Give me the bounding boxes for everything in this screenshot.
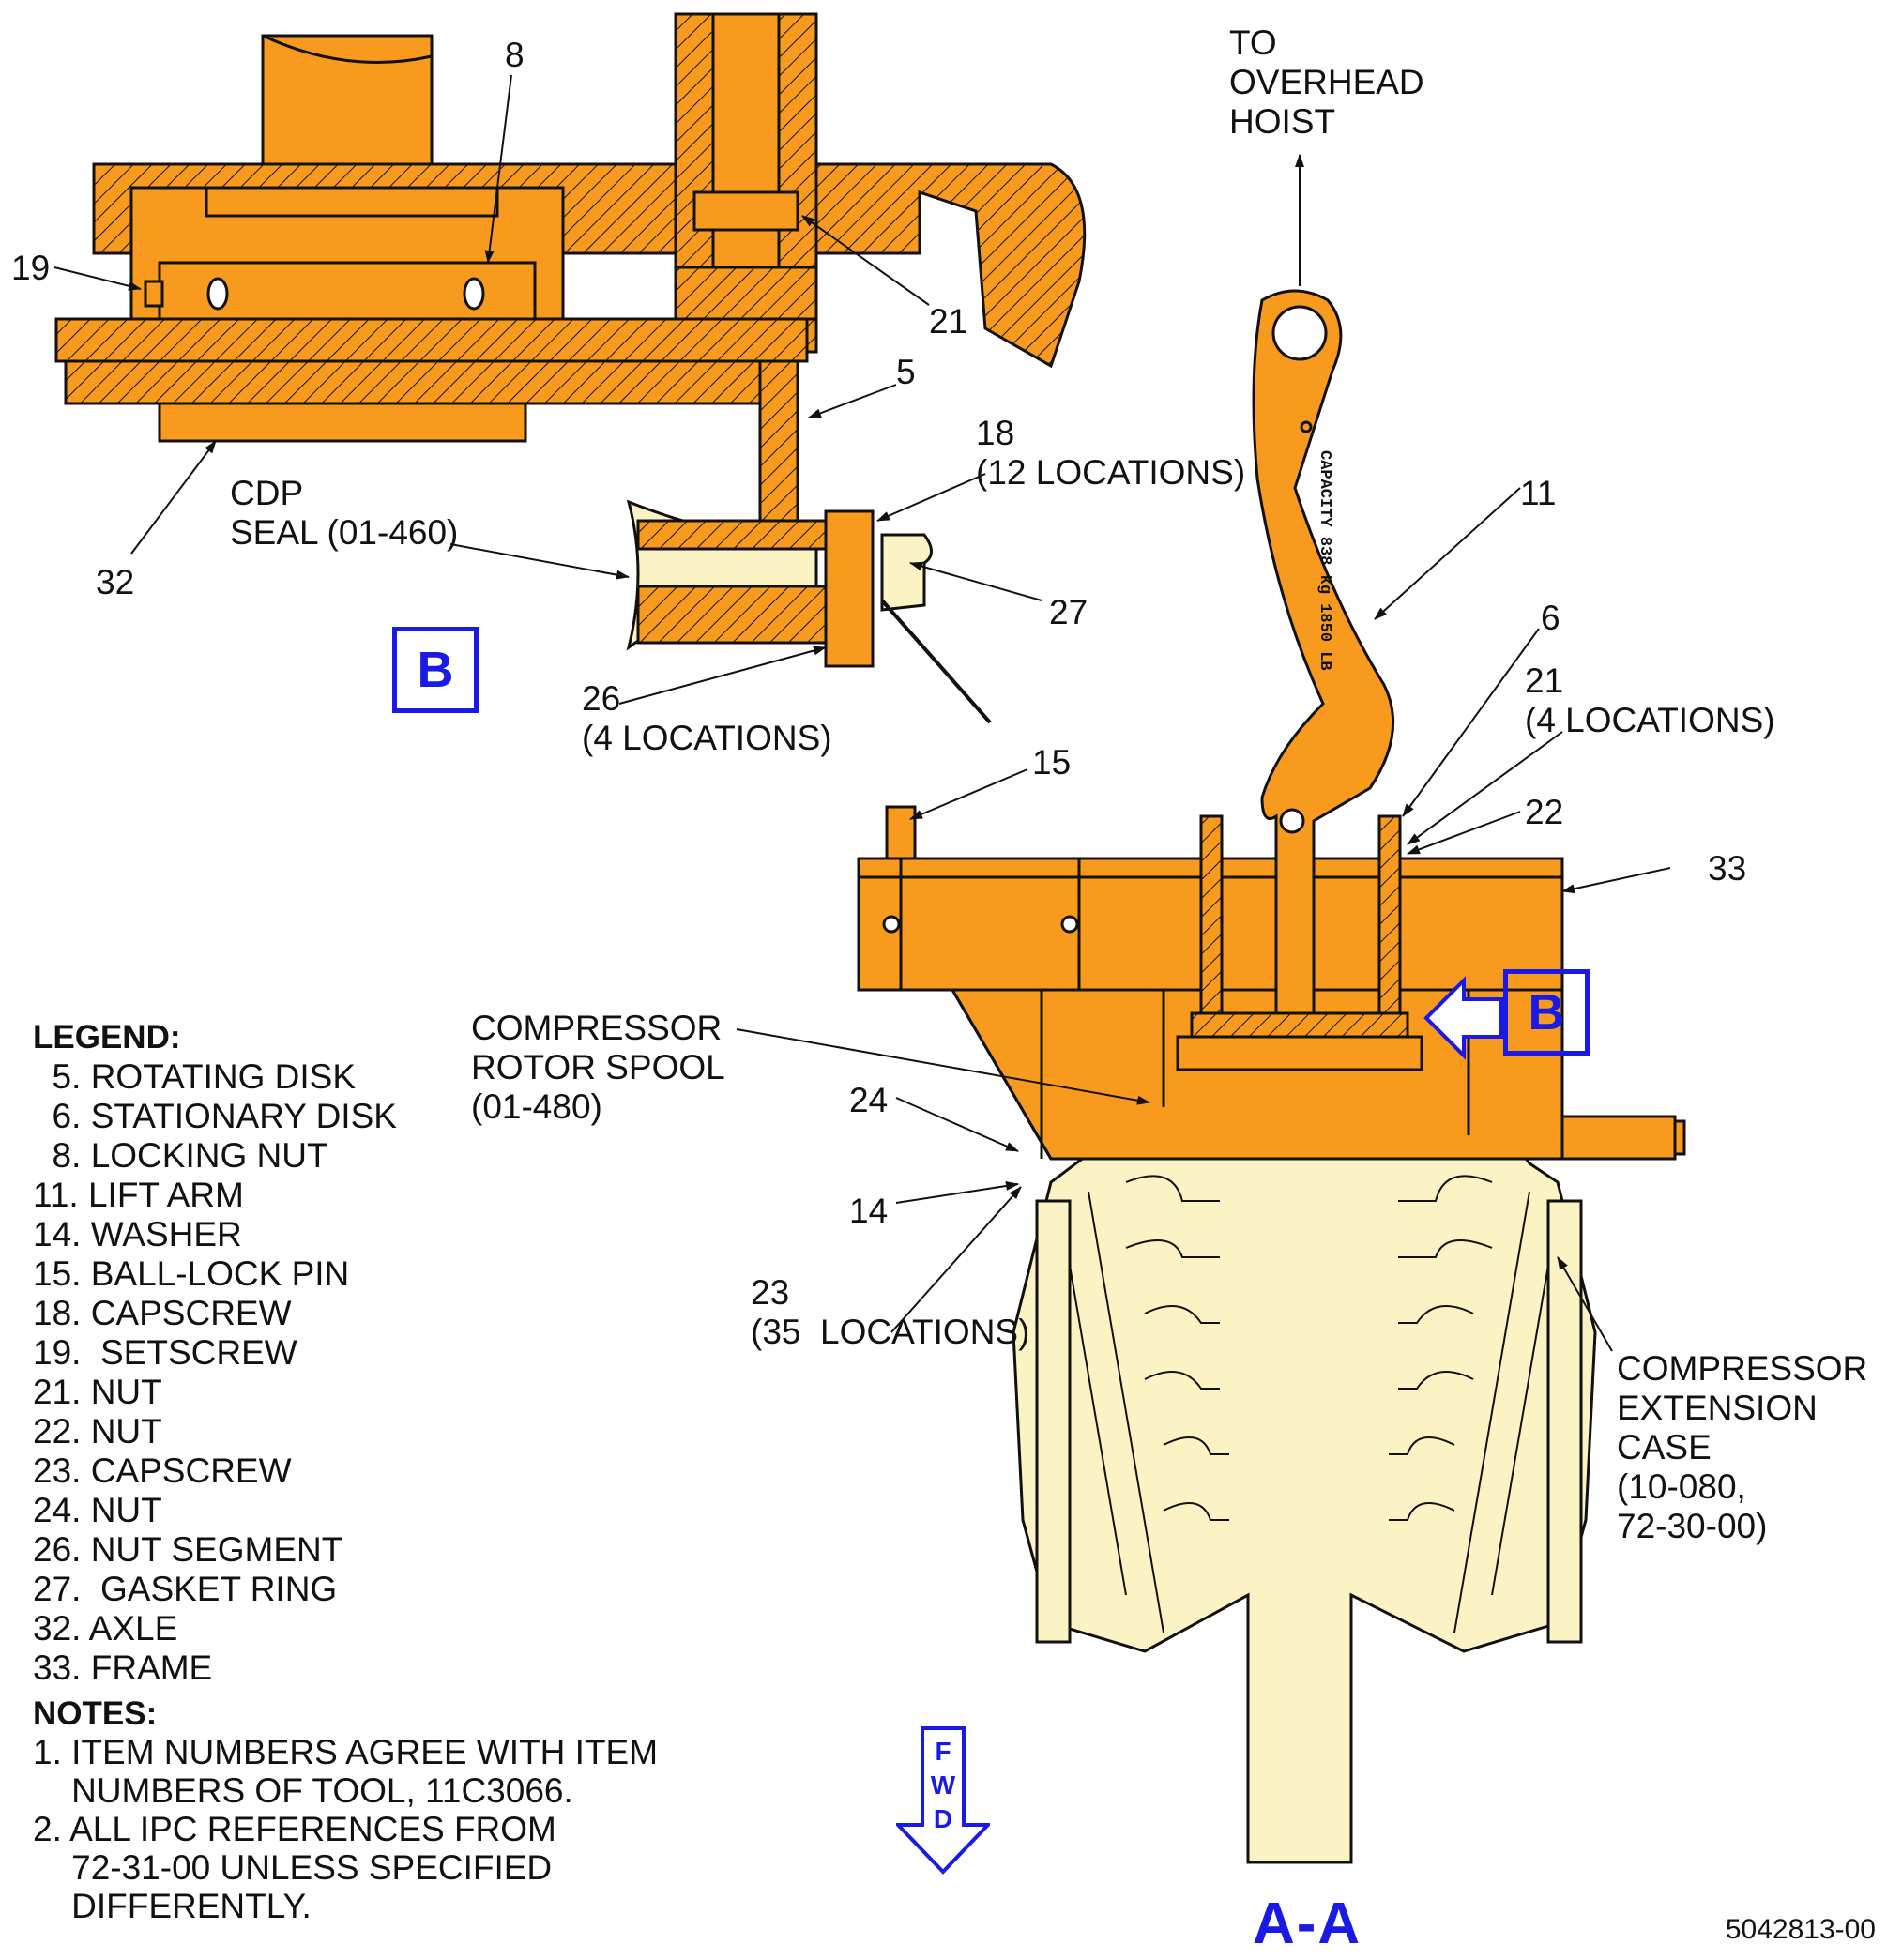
ball-lock-pin-15 [885, 805, 917, 860]
section-label: A-A [1253, 1892, 1362, 1956]
note-line: DIFFERENTLY. [33, 1887, 312, 1925]
axle-32-main [1560, 1115, 1677, 1161]
callout-overhead-hoist: TO OVERHEAD HOIST [1229, 23, 1424, 141]
callout-18: 18 (12 LOCATIONS) [976, 414, 1246, 492]
legend-item: 18. CAPSCREW [33, 1294, 292, 1332]
gasket-ring-27 [880, 533, 933, 612]
callout-32: 32 [96, 563, 135, 601]
capscrew-18 [824, 509, 875, 668]
legend-item: 21. NUT [33, 1373, 162, 1411]
note-line: 1. ITEM NUMBERS AGREE WITH ITEM [33, 1733, 659, 1771]
callout-6: 6 [1541, 599, 1560, 637]
note-line: 72-31-00 UNLESS SPECIFIED [33, 1848, 553, 1887]
leader-lines [53, 74, 1671, 1352]
callout-22: 22 [1525, 793, 1564, 831]
legend-item: 14. WASHER [33, 1215, 242, 1253]
callout-23: 23 (35 LOCATIONS) [751, 1273, 1030, 1351]
callout-cdp-seal: CDP SEAL (01-460) [230, 474, 459, 552]
forward-arrow-icon: F W D [896, 1726, 990, 1875]
legend-item: 24. NUT [33, 1491, 162, 1529]
note-line: 2. ALL IPC REFERENCES FROM [33, 1810, 556, 1848]
legend-item: 32. AXLE [33, 1609, 178, 1648]
callout-24: 24 [849, 1081, 889, 1119]
legend-item: 26. NUT SEGMENT [33, 1530, 343, 1569]
legend-item: 6. STATIONARY DISK [33, 1097, 397, 1135]
callout-21-detail: 21 [929, 302, 968, 341]
legend-item: 23. CAPSCREW [33, 1451, 292, 1490]
axle-32 [158, 402, 527, 443]
setscrew-19 [144, 280, 164, 308]
legend-item: 22. NUT [33, 1412, 162, 1451]
drawing-number: 5042813-00 [1725, 1914, 1876, 1945]
fwd-letter-w: W [931, 1770, 956, 1800]
callout-rotor-spool: COMPRESSOR ROTOR SPOOL (01-480) [471, 1009, 725, 1126]
fwd-letter-f: F [935, 1737, 951, 1766]
view-b-arrow [1423, 976, 1503, 1060]
legend-item: 27. GASKET RING [33, 1570, 338, 1608]
legend-item: 8. LOCKING NUT [33, 1136, 328, 1175]
lower-plate [54, 317, 809, 363]
callout-extension-case: COMPRESSOR EXTENSION CASE (10-080, 72-30… [1617, 1349, 1868, 1545]
legend: LEGEND: 5. ROTATING DISK 6. STATIONARY D… [33, 1018, 397, 1688]
callout-14: 14 [849, 1192, 889, 1230]
legend-item: 19. SETSCREW [33, 1333, 297, 1372]
compressor-rotor-spool [1012, 1058, 1597, 1864]
legend-item: 15. BALL-LOCK PIN [33, 1254, 350, 1293]
column-left [261, 34, 434, 166]
callout-27: 27 [1049, 593, 1088, 631]
callout-11: 11 [1520, 474, 1557, 512]
notes: NOTES: 1. ITEM NUMBERS AGREE WITH ITEM N… [33, 1694, 658, 1925]
legend-item: 33. FRAME [33, 1649, 213, 1687]
fwd-letter-d: D [934, 1804, 952, 1833]
rotor-stages [1059, 1175, 1559, 1633]
callout-33: 33 [1708, 849, 1747, 888]
callout-21-main: 21 (4 LOCATIONS) [1525, 661, 1775, 739]
notes-title: NOTES: [33, 1695, 158, 1732]
callout-8: 8 [505, 36, 525, 74]
stationary-disk-6 [1190, 1011, 1409, 1039]
view-b-marker-detail: B [392, 627, 479, 713]
legend-title: LEGEND: [33, 1019, 181, 1056]
legend-item: 5. ROTATING DISK [33, 1057, 357, 1096]
detail-b-view [54, 12, 1087, 724]
nut-21-detail [692, 190, 799, 232]
callout-15: 15 [1032, 743, 1072, 782]
callout-26: 26 (4 LOCATIONS) [582, 679, 832, 757]
rotating-disk-5 [758, 359, 799, 527]
callout-5: 5 [896, 353, 916, 391]
callout-19: 19 [11, 249, 51, 287]
section-a-a-view [857, 289, 1686, 1864]
capacity-stamp: CAPACITY 838 kg 1850 LB [1316, 450, 1333, 671]
view-b-marker-main: B [1503, 969, 1590, 1056]
stud-left [1199, 814, 1224, 1015]
stud-right [1377, 814, 1402, 1015]
note-line: NUMBERS OF TOOL, 11C3066. [33, 1771, 573, 1810]
extension-case [1035, 1199, 1583, 1644]
legend-item: 11. LIFT ARM [33, 1176, 244, 1214]
